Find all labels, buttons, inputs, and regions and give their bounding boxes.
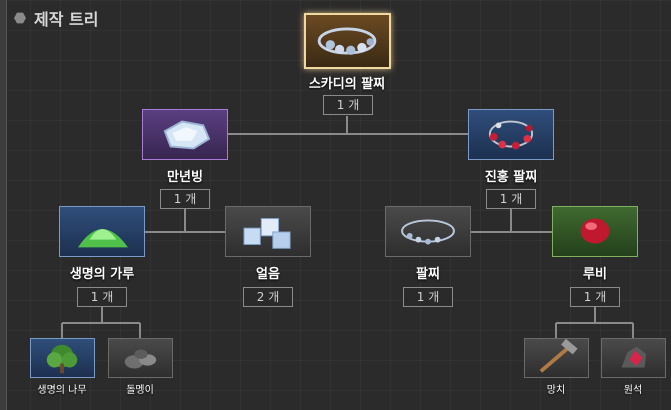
panel-header: 제작 트리 [14,6,98,30]
item-slot-ice-crystal[interactable] [142,109,228,160]
item-slot-hammer[interactable] [524,338,589,378]
ruby-bracelet-icon [488,120,534,150]
item-count-crimson-bracelet: 1 개 [486,189,536,209]
pebble-icon [124,349,157,369]
ice-crystal-icon [163,120,211,150]
item-name-ice: 얼음 [256,267,280,282]
item-name-crimson-bracelet: 진홍 팔찌 [484,170,538,185]
item-count-bracelet: 1 개 [403,287,453,307]
ruby-gem-icon [580,218,610,244]
item-name-bracelet: 팔찌 [416,267,440,282]
item-name-pebble: 돌멩이 [126,385,154,396]
item-slot-ruby[interactable] [552,206,638,257]
bead-bracelet-icon [401,219,455,245]
item-slot-ice[interactable] [225,206,311,257]
item-name-ore: 원석 [623,385,643,396]
item-count-ice-crystal: 1 개 [160,189,210,209]
item-count-ruby: 1 개 [570,287,620,307]
item-count-ice: 2 개 [243,287,293,307]
item-name-hammer: 망치 [546,385,566,396]
ice-cubes-icon [243,218,291,249]
panel-title: 제작 트리 [34,10,99,29]
item-name-tree-of-life: 생명의 나무 [37,385,87,396]
panel-edge [0,0,7,410]
item-slot-crimson-bracelet[interactable] [468,109,554,160]
item-slot-bracelet[interactable] [385,206,471,257]
item-name-ice-crystal: 만년빙 [167,170,203,185]
item-slot-pebble[interactable] [108,338,173,378]
hammer-icon [539,339,578,373]
tree-icon [46,344,78,374]
item-count-life-powder: 1 개 [77,287,127,307]
hexagon-icon [14,12,26,24]
item-name-skadi-bracelet: 스카디의 팔찌 [308,77,386,92]
item-slot-life-powder[interactable] [59,206,145,257]
bracelet-icon [317,27,377,55]
item-slot-tree-of-life[interactable] [30,338,95,378]
ore-icon [621,346,647,368]
item-slot-skadi-bracelet[interactable] [304,13,391,69]
item-slot-ore[interactable] [601,338,666,378]
item-count-skadi-bracelet: 1 개 [323,95,373,115]
green-powder-icon [77,229,128,248]
item-name-ruby: 루비 [583,267,607,282]
item-name-life-powder: 생명의 가루 [69,267,135,282]
